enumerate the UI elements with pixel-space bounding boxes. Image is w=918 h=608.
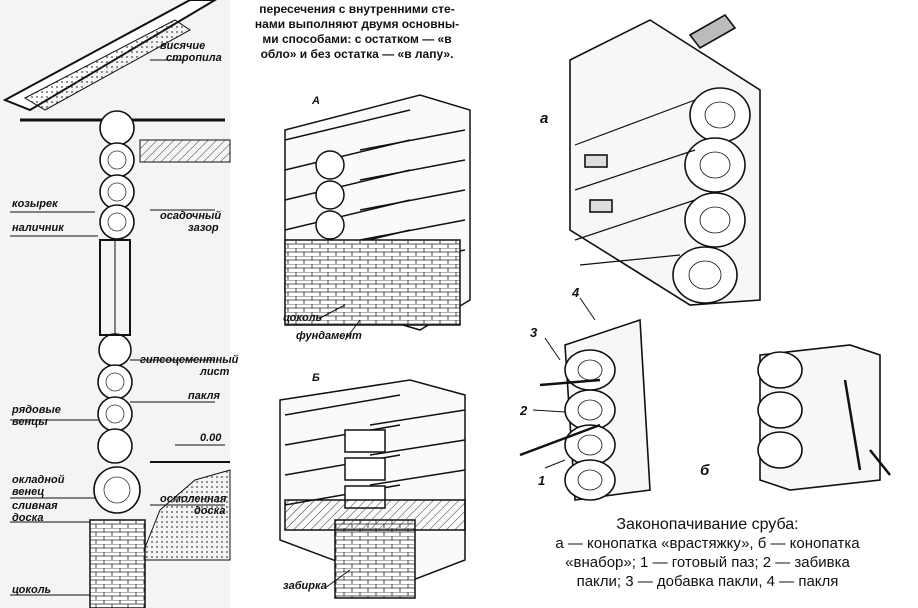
caption-line-2: «внабор»; 1 — готовый паз; 2 — забивка [565, 554, 850, 571]
label-n2: 2 [520, 403, 528, 418]
label-skirt: забирка [283, 580, 327, 592]
label-n4: 4 [572, 285, 580, 300]
label-row-crowns-line2: венцы [12, 416, 48, 428]
intro-line-3: ми способами: с остатком — «в [262, 32, 452, 46]
label-tarred-board-line1: осмоленная [160, 493, 227, 505]
label-tarred-board-line2: доска [194, 505, 226, 517]
label-level: 0.00 [200, 432, 222, 444]
intro-line-4: обло» и без остатка — «в лапу». [260, 47, 454, 61]
label-tow: пакля [188, 390, 221, 402]
label-base-crown-line2: венец [12, 486, 45, 498]
intro-line-1: пересечения с внутренними сте- [259, 2, 455, 16]
label-variant-a: А [312, 95, 320, 107]
caption-line-1: а — конопатка «врастяжку», б — конопатка [555, 535, 860, 552]
label-row-crowns: рядовые венцы [12, 404, 61, 428]
caption-title: Законопачивание сруба: [616, 516, 799, 533]
label-settlement-gap-line2: зазор [188, 222, 219, 234]
label-drip-board-line2: доска [12, 512, 44, 524]
label-hanging-rafters-line1: висячие [160, 40, 206, 52]
label-gypsum-sheet-line2: лист [200, 366, 230, 378]
label-b: б [700, 462, 710, 479]
label-n1: 1 [538, 473, 546, 488]
label-variant-b: Б [312, 372, 320, 384]
label-foundation: фундамент [296, 330, 362, 342]
caulking-drawing [519, 13, 891, 501]
label-visor: козырек [12, 198, 58, 210]
wall-section-drawing [0, 0, 231, 608]
label-gypsum-sheet: гипсоцементный лист [140, 354, 238, 378]
figure-caption: Законопачивание сруба: а — конопатка «вр… [505, 515, 910, 591]
label-a: а [540, 110, 549, 127]
intro-line-2: нами выполняют двумя основны- [254, 17, 460, 31]
label-casing: наличник [12, 222, 64, 234]
label-plinth-middle: цоколь [283, 312, 323, 324]
label-gypsum-sheet-line1: гипсоцементный [140, 354, 239, 366]
label-hanging-rafters-line2: стропила [166, 52, 222, 64]
label-settlement-gap: осадочный зазор [160, 210, 221, 234]
label-n3: 3 [530, 325, 538, 340]
label-settlement-gap-line1: осадочный [160, 210, 222, 222]
corner-joints-drawing [279, 94, 471, 599]
caption-line-3: пакли; 3 — добавка пакли, 4 — пакля [576, 573, 839, 590]
label-drip-board-line1: сливная [12, 500, 58, 512]
label-row-crowns-line1: рядовые [12, 404, 61, 416]
label-base-crown: окладной венец [12, 474, 64, 498]
intro-text: пересечения с внутренними сте- нами выпо… [232, 2, 482, 62]
label-hanging-rafters: висячие стропила [160, 40, 222, 64]
label-base-crown-line1: окладной [12, 474, 65, 486]
label-tarred-board: осмоленная доска [160, 493, 226, 517]
label-plinth-left: цоколь [12, 584, 52, 596]
label-drip-board: сливная доска [12, 500, 58, 524]
